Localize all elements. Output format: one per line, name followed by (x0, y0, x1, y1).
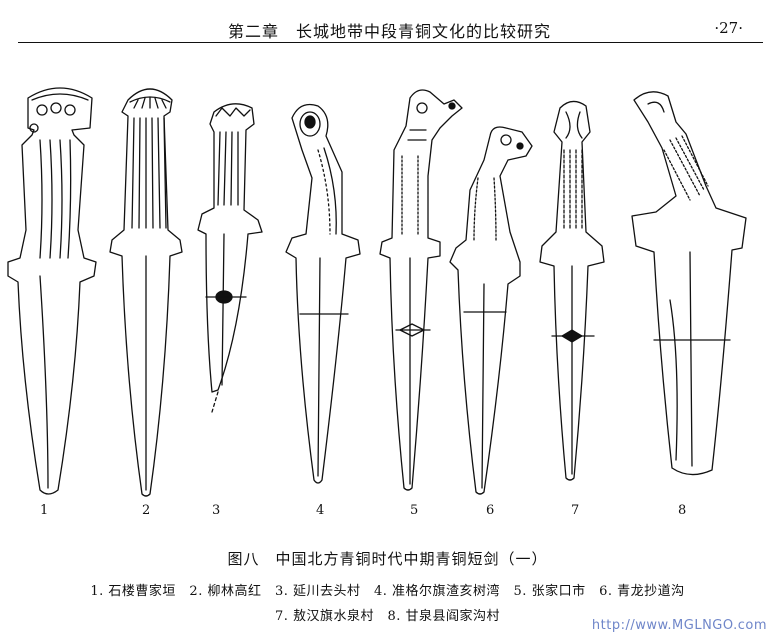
dagger-6-drawing (449, 126, 533, 495)
page-number: ·27· (714, 19, 743, 37)
figure-number-7: 7 (571, 503, 580, 518)
figure-number-4: 4 (316, 503, 325, 518)
dagger-4-drawing (285, 103, 361, 484)
chapter-title: 第二章 长城地带中段青铜文化的比较研究 (228, 22, 552, 41)
figure-number-3: 3 (212, 503, 221, 518)
figure-legend-line-1: 1. 石楼曹家垣 2. 柳林高红 3. 延川去头村 4. 准格尔旗渣亥树湾 5.… (90, 584, 685, 599)
dagger-8-drawing (631, 91, 747, 476)
figure-number-6: 6 (486, 503, 495, 518)
figure-number-8: 8 (678, 503, 687, 518)
dagger-5-drawing (379, 89, 463, 491)
figure-number-2: 2 (142, 503, 151, 518)
figure-caption-title: 图八 中国北方青铜时代中期青铜短剑（一） (227, 550, 548, 568)
figure-number-1: 1 (40, 503, 49, 518)
dagger-1-drawing (7, 87, 97, 495)
dagger-7-drawing (539, 100, 605, 481)
dagger-2-drawing (109, 88, 183, 497)
header-rule (18, 42, 763, 43)
running-header: 第二章 长城地带中段青铜文化的比较研究 ·27· (18, 16, 763, 42)
dagger-plate-illustration (7, 87, 747, 497)
dagger-3-drawing (197, 103, 263, 413)
figure-number-5: 5 (410, 503, 419, 518)
watermark-url: http://www.MGLNGO.com (591, 618, 767, 633)
figure-legend-line-2: 7. 敖汉旗水泉村 8. 甘泉县阎家沟村 (274, 609, 501, 624)
